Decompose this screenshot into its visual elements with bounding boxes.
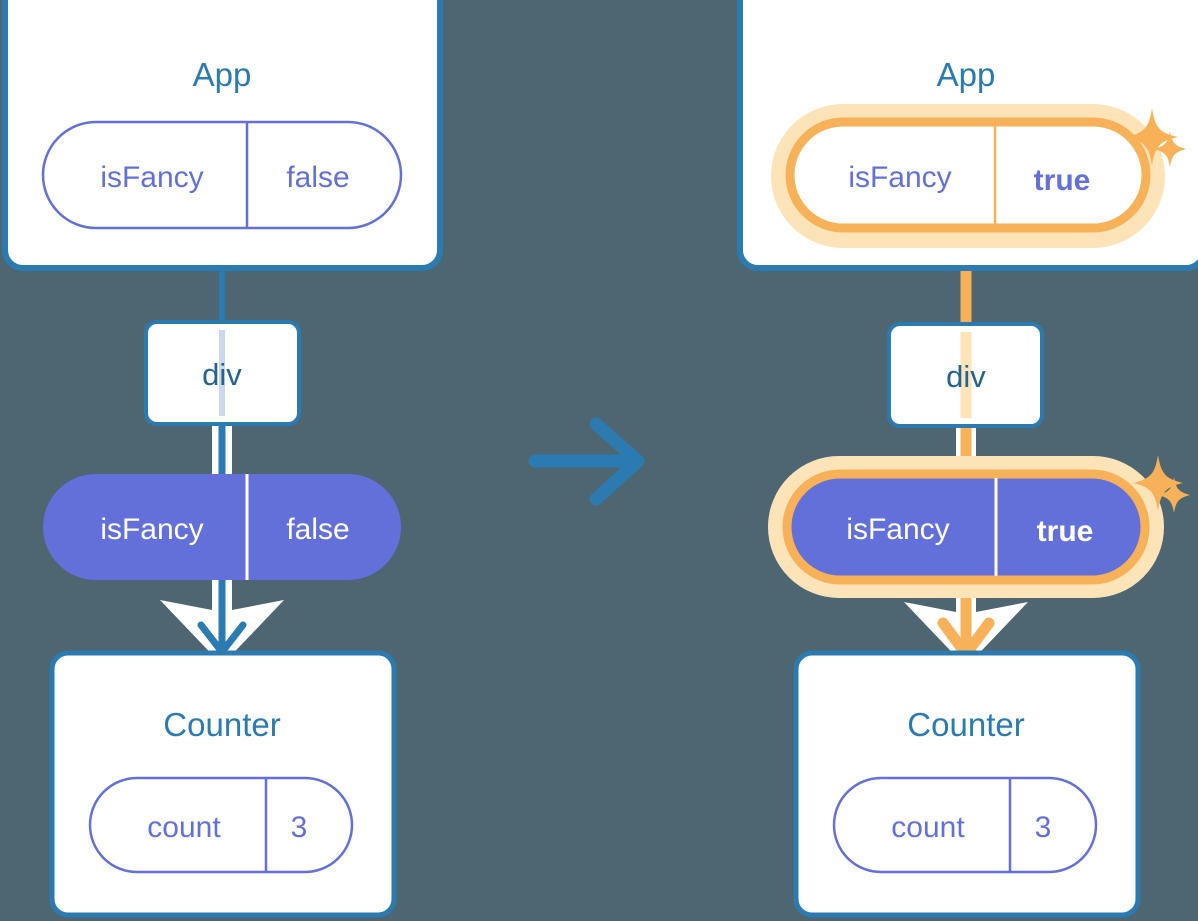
left-counter-pill-key: count [147, 811, 221, 844]
arrow-right-icon [528, 417, 645, 506]
right-app-pill-key: isFancy [848, 161, 951, 194]
left-app-pill-key: isFancy [100, 161, 203, 194]
sparkle-small-bottom-icon [1154, 131, 1186, 167]
right-div-node: div [887, 322, 1044, 428]
right-prop-pill-value: true [1037, 515, 1094, 548]
left-app-state-pill: isFancy false [41, 120, 403, 230]
left-counter-pill-value: 3 [291, 811, 308, 844]
sparkle-large-top-icon [1126, 108, 1178, 166]
left-prop-pill-value: false [286, 513, 349, 546]
right-app-title: App [937, 56, 996, 93]
right-counter-pill-value: 3 [1035, 811, 1052, 844]
right-counter-box: Counter count 3 [793, 650, 1141, 918]
right-counter-state-pill: count 3 [832, 776, 1098, 874]
left-app-title: App [193, 56, 252, 93]
right-app-box: App isFancy true [737, 0, 1198, 271]
sparkle-small-pill-icon [1158, 477, 1190, 513]
right-app-state-pill: isFancy true [771, 104, 1165, 248]
right-counter-title: Counter [907, 706, 1024, 743]
left-prop-pill-key: isFancy [100, 513, 203, 546]
left-app-pill-value: false [286, 161, 349, 194]
left-prop-pill: isFancy false [43, 474, 401, 580]
right-prop-pill: isFancy true [768, 455, 1190, 598]
right-counter-pill-key: count [891, 811, 965, 844]
right-app-pill-value: true [1034, 164, 1091, 197]
left-counter-title: Counter [163, 706, 280, 743]
left-div-node: div [144, 320, 301, 426]
left-counter-state-pill: count 3 [88, 776, 354, 874]
sparkle-large-pill-icon [1133, 455, 1183, 511]
left-counter-box: Counter count 3 [49, 650, 397, 918]
left-app-box: App isFancy false [2, 0, 443, 271]
left-div-label: div [202, 357, 242, 392]
right-div-label: div [946, 359, 986, 394]
right-prop-pill-key: isFancy [846, 513, 949, 546]
